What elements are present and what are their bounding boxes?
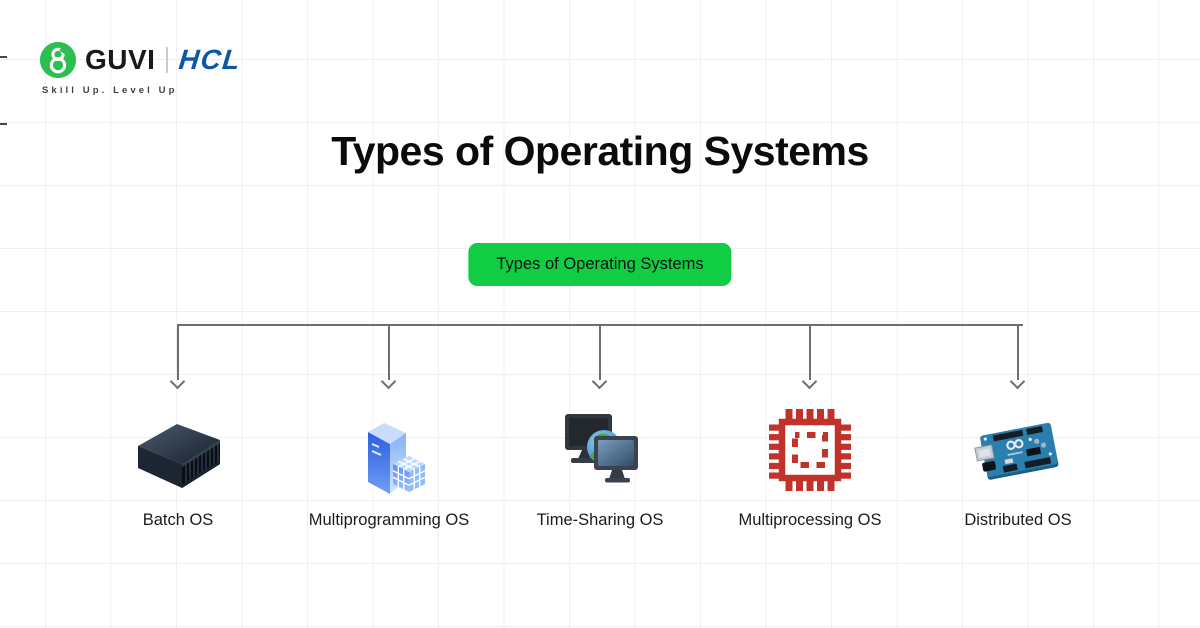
root-node: Types of Operating Systems (468, 243, 732, 286)
branch-distributed-os: Distributed OS (908, 402, 1128, 530)
connector-branch-line (388, 324, 390, 380)
branch-label: Multiprogramming OS (308, 511, 470, 529)
arduino-board-icon (970, 402, 1066, 498)
arrow-down-icon (801, 373, 817, 390)
branch-label: Batch OS (142, 511, 214, 529)
branch-label: Time-Sharing OS (536, 511, 664, 529)
logo-divider (166, 47, 169, 73)
branch-label: Distributed OS (964, 511, 1072, 529)
branch-label: Multiprocessing OS (738, 511, 882, 529)
arrow-down-icon (169, 373, 185, 390)
branch-multiprocessing-os: Multiprocessing OS (700, 402, 920, 530)
server-rack-icon (130, 402, 226, 498)
root-node-label: Types of Operating Systems (496, 255, 704, 273)
connector-branch-line (177, 324, 179, 380)
branch-time-sharing-os: Time-Sharing OS (490, 402, 710, 530)
arrow-down-icon (1009, 373, 1025, 390)
page-title: Types of Operating Systems (331, 128, 869, 174)
tower-and-cube-icon (341, 402, 437, 498)
logo-row: GUVI HCL (40, 42, 244, 78)
branch-multiprogramming-os: Multiprogramming OS (279, 402, 499, 530)
connector-branch-line (809, 324, 811, 380)
guvi-g-loop-icon (40, 42, 76, 78)
connector-branch-line (1017, 324, 1019, 380)
logo: GUVI HCL Skill Up. Level Up (40, 42, 244, 96)
cpu-chip-icon (762, 402, 858, 498)
grid-edge-tick (0, 123, 7, 125)
connector-branch-line (599, 324, 601, 380)
monitors-globe-network-icon (552, 402, 648, 498)
guvi-wordmark: GUVI (85, 44, 156, 75)
branch-batch-os: Batch OS (68, 402, 288, 530)
logo-tagline: Skill Up. Level Up (42, 85, 178, 96)
arrow-down-icon (380, 373, 396, 390)
hcl-wordmark: HCL (177, 44, 244, 75)
arrow-down-icon (591, 373, 607, 390)
grid-edge-tick (0, 56, 7, 58)
